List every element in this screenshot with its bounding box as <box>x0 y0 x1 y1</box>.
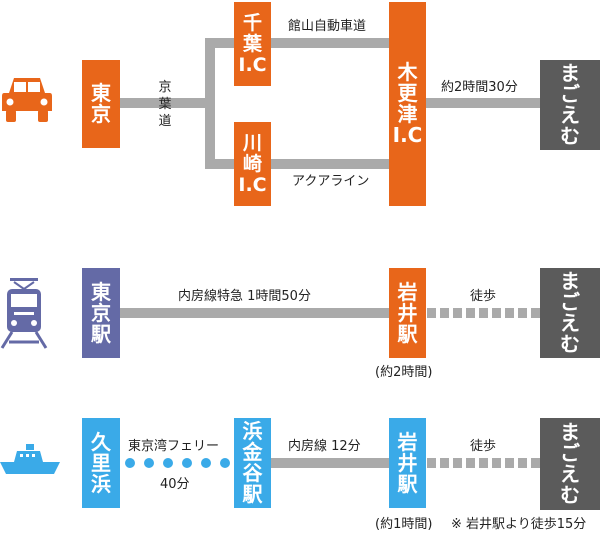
destination-label-train: ま ご え む <box>560 269 580 356</box>
ferry-dot <box>125 458 135 468</box>
tokyo-origin-label: 東京 <box>91 81 111 126</box>
car-line-split-vertical <box>205 38 215 169</box>
tokyo-station-box: 東 京 駅 <box>82 268 120 358</box>
kisarazu-ic-box: 木 更 津 I.C <box>389 2 426 206</box>
destination-label-car: ま ご え む <box>560 61 580 148</box>
train-total-time-label: (約2時間) <box>375 365 433 380</box>
hamakanaya-station-box: 浜 金 谷 駅 <box>234 418 271 508</box>
tokyo-station-label: 東 京 駅 <box>91 279 111 346</box>
iwai-station-label-ferry: 岩 井 駅 <box>397 429 418 496</box>
ferry-walk-label: 徒歩 <box>470 439 497 454</box>
iwai-station-label-train: 岩 井 駅 <box>397 279 418 346</box>
ferry-time-label: 40分 <box>160 477 190 492</box>
ferry-name-label: 東京湾フェリー <box>128 439 220 454</box>
kurihama-box: 久 里 浜 <box>82 418 120 508</box>
destination-box-train: ま ご え む <box>540 268 600 358</box>
train-icon <box>0 278 48 349</box>
car-line-final <box>426 98 540 108</box>
ferry-total-time-label: (約1時間) <box>375 517 433 532</box>
tokyo-origin-box: 東京 <box>82 60 120 148</box>
car-line-split-upper <box>205 38 235 48</box>
uchibo-express-label: 内房線特急 1時間50分 <box>178 289 311 304</box>
ferry-line-uchibo <box>270 458 390 468</box>
chiba-ic-label: 千 葉 I.C <box>238 11 267 76</box>
ferry-dot <box>144 458 154 468</box>
ferry-dot <box>163 458 173 468</box>
kawasaki-ic-box: 川 崎 I.C <box>234 122 271 206</box>
gray-connectors <box>120 38 540 468</box>
destination-box-car: ま ご え む <box>540 60 600 150</box>
train-walk-label: 徒歩 <box>470 289 497 304</box>
chiba-ic-box: 千 葉 I.C <box>234 2 271 86</box>
car-line-split-lower <box>205 159 235 169</box>
ferry-dot <box>220 458 230 468</box>
car-line-upper-road <box>270 38 390 48</box>
tateyama-expressway-label: 館山自動車道 <box>288 19 367 34</box>
ferry-dot <box>182 458 192 468</box>
car-line-origin-split <box>120 98 205 108</box>
kurihama-label: 久 里 浜 <box>91 429 111 496</box>
car-line-lower-road <box>270 159 390 169</box>
iwai-station-box-ferry: 岩 井 駅 <box>389 418 426 508</box>
train-line-express <box>120 308 390 318</box>
destination-box-ferry: ま ご え む <box>540 418 600 510</box>
aqualine-label: アクアライン <box>292 174 370 189</box>
uchibo-line-label: 内房線 12分 <box>288 439 361 454</box>
walk-note-label: ※ 岩井駅より徒歩15分 <box>451 517 587 532</box>
ship-icon <box>0 444 60 474</box>
destination-label-ferry: ま ご え む <box>560 420 580 507</box>
ferry-dots <box>125 458 230 468</box>
kisarazu-ic-label: 木 更 津 I.C <box>392 60 423 147</box>
iwai-station-box-train: 岩 井 駅 <box>389 268 426 358</box>
car-icon <box>2 78 52 122</box>
hamakanaya-station-label: 浜 金 谷 駅 <box>242 419 263 506</box>
kawasaki-ic-label: 川 崎 I.C <box>238 131 267 196</box>
car-final-time-label: 約2時間30分 <box>441 80 518 95</box>
keiyo-road-label: 京 葉 道 <box>158 80 172 129</box>
ferry-dot <box>201 458 211 468</box>
